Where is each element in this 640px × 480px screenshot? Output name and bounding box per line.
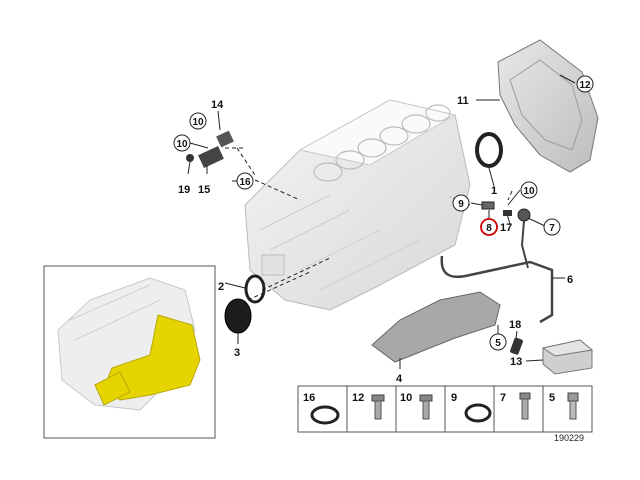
callout-4: 4 — [396, 373, 403, 385]
callout-8-highlighted: 8 — [480, 218, 498, 236]
svg-text:10: 10 — [176, 139, 188, 150]
cover-part-3 — [224, 298, 252, 334]
callout-10-upper: 10 — [189, 112, 207, 130]
callout-9: 9 — [452, 194, 470, 212]
sensor-part-8 — [481, 201, 512, 216]
oil-baffle-part-4 — [371, 291, 501, 363]
legend-num-9: 9 — [451, 392, 457, 404]
callout-13: 13 — [510, 356, 522, 368]
knock-sensor-part-7 — [517, 208, 531, 269]
damper-part-18 — [510, 337, 523, 355]
svg-text:10: 10 — [192, 117, 204, 128]
engine-block — [244, 99, 471, 311]
callout-14: 14 — [211, 99, 224, 111]
callout-3: 3 — [234, 347, 240, 359]
seal-ring-icon — [464, 403, 492, 423]
callout-18: 18 — [509, 319, 521, 331]
seal-ring-part-2 — [244, 274, 266, 304]
svg-text:5: 5 — [495, 338, 501, 349]
legend-num-12: 12 — [352, 392, 364, 404]
svg-text:10: 10 — [523, 186, 535, 197]
callout-10-left: 10 — [173, 134, 191, 152]
sensor-wire-part-6 — [440, 255, 554, 324]
svg-text:7: 7 — [549, 223, 555, 234]
fastener-legend: 16 12 10 9 7 5 — [297, 385, 593, 433]
callout-1: 1 — [491, 185, 497, 197]
callout-2: 2 — [218, 281, 224, 293]
callout-12: 12 — [576, 75, 594, 93]
svg-text:9: 9 — [458, 199, 464, 210]
callout-17: 17 — [500, 222, 512, 234]
callout-11: 11 — [457, 95, 469, 107]
callout-16: 16 — [236, 172, 254, 190]
heat-shield-plate — [497, 39, 599, 173]
callout-7: 7 — [543, 218, 561, 236]
callout-15: 15 — [198, 184, 210, 196]
sensor-block-part-13 — [541, 339, 594, 375]
allen-bolt-icon — [567, 392, 579, 420]
legend-num-10: 10 — [400, 392, 412, 404]
callout-19: 19 — [178, 184, 190, 196]
hex-bolt-icon — [519, 392, 531, 420]
hex-bolt-icon — [419, 394, 433, 420]
svg-text:8: 8 — [486, 223, 492, 234]
callout-5: 5 — [489, 333, 507, 351]
engine-inset-view — [43, 265, 216, 439]
legend-num-16: 16 — [303, 392, 315, 404]
hex-bolt-icon — [371, 394, 385, 420]
callout-10-right: 10 — [520, 181, 538, 199]
svg-text:12: 12 — [579, 80, 591, 91]
legend-num-7: 7 — [500, 392, 506, 404]
legend-num-5: 5 — [549, 392, 555, 404]
callout-6: 6 — [567, 274, 573, 286]
seal-ring-part-1 — [475, 132, 503, 168]
diagram-id: 190229 — [554, 433, 584, 443]
solenoid-part-15 — [186, 130, 234, 168]
seal-ring-icon — [310, 405, 340, 425]
svg-text:16: 16 — [239, 177, 251, 188]
leader-lines — [187, 74, 576, 369]
